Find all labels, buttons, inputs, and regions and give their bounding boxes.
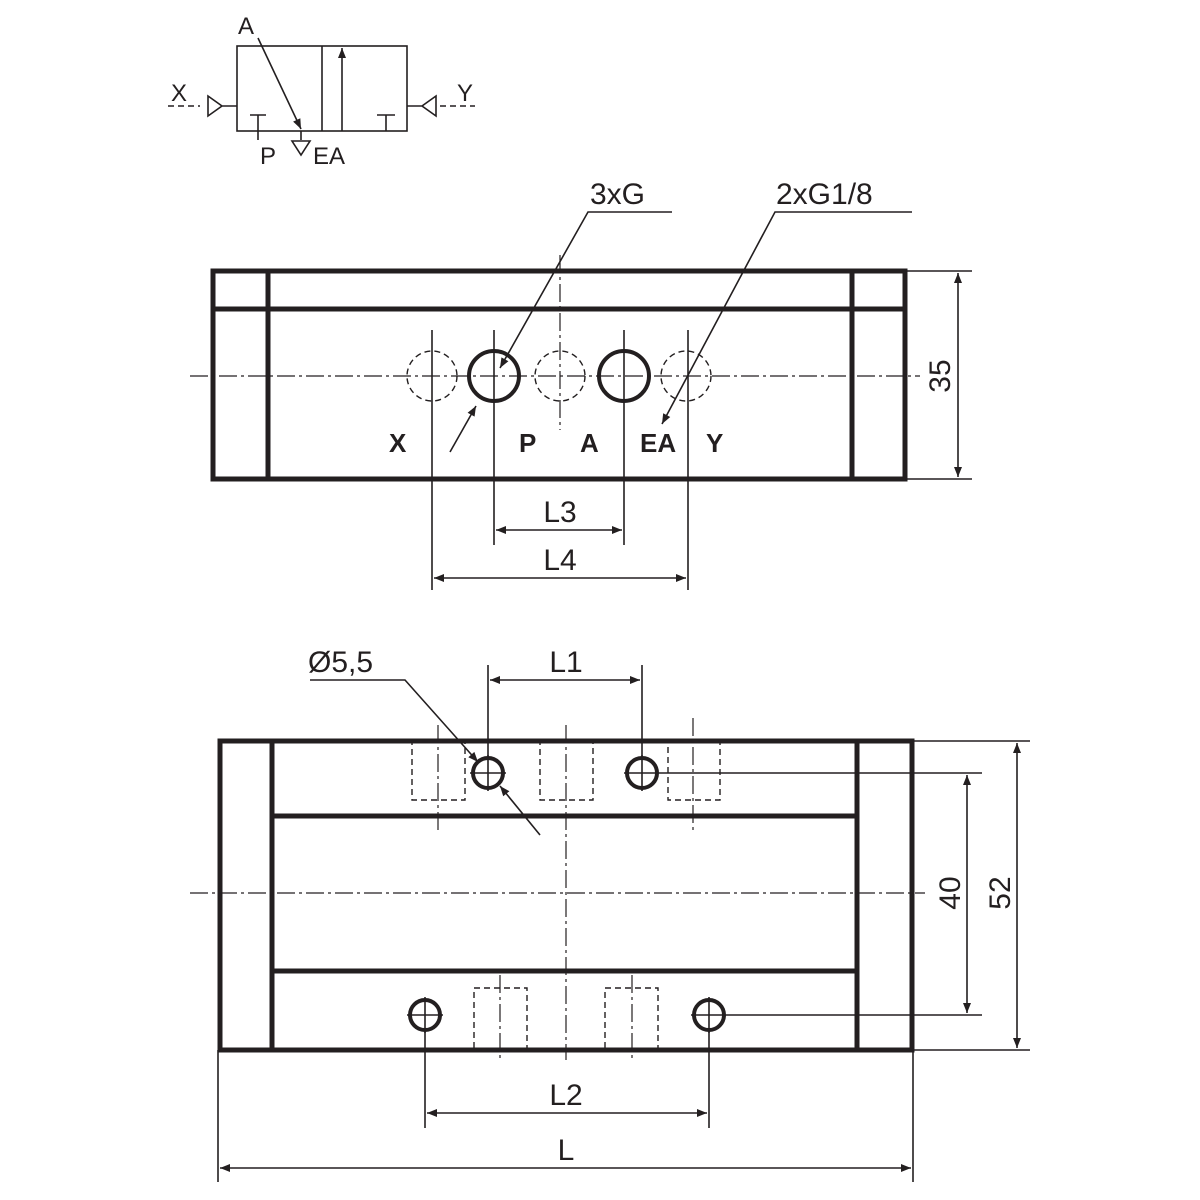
symbol-label-ea: EA	[313, 143, 345, 170]
port-label-x: X	[389, 428, 407, 458]
dim-40: 40	[934, 876, 967, 909]
dim-l2: L2	[549, 1079, 582, 1112]
callout-3xg: 3xG	[590, 178, 645, 211]
port-label-a: A	[580, 428, 599, 458]
port-label-y: Y	[706, 428, 723, 458]
dim-l3: L3	[543, 496, 576, 529]
callout-2xg1-8: 2xG1/8	[776, 178, 873, 211]
port-a	[534, 350, 586, 402]
dim-l1: L1	[549, 646, 582, 679]
valve-symbol: A X Y P EA	[168, 13, 475, 170]
symbol-label-x: X	[171, 80, 187, 107]
bottom-view: L1 Ø5,5 L2 L 40 52	[190, 646, 1030, 1182]
dim-35: 35	[924, 359, 957, 392]
pilot-port-x	[406, 350, 458, 402]
dim-l: L	[558, 1134, 575, 1167]
dim-l4: L4	[543, 544, 576, 577]
port-label-p: P	[519, 428, 536, 458]
top-view: X P A EA Y 3xG 2xG1/8 35 L3 L4	[190, 178, 972, 590]
symbol-label-p: P	[260, 143, 276, 170]
pilot-port-y	[660, 350, 712, 402]
port-label-ea: EA	[640, 428, 676, 458]
dim-52: 52	[984, 876, 1017, 909]
symbol-label-a: A	[238, 13, 254, 40]
symbol-label-y: Y	[457, 80, 473, 107]
callout-hole-diameter: Ø5,5	[308, 646, 373, 679]
